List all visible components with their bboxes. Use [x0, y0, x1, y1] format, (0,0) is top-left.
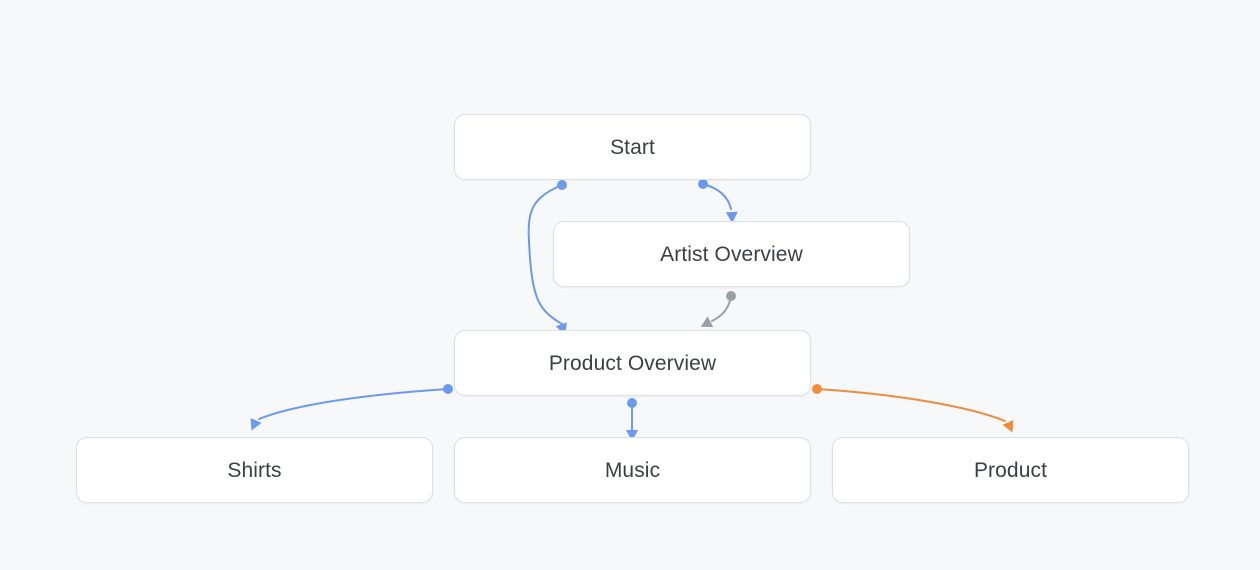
edge-arrowhead [250, 417, 262, 431]
edge-line [711, 295, 732, 322]
node-label: Shirts [227, 458, 282, 482]
node-music[interactable]: Music [454, 437, 811, 503]
edge-line [258, 388, 449, 420]
node-shirts[interactable]: Shirts [76, 437, 433, 503]
edge-line [702, 183, 732, 210]
node-start[interactable]: Start [454, 114, 811, 180]
node-label: Product [973, 458, 1048, 482]
edge-artist-overview-to-product-overview [700, 291, 736, 327]
edge-product-overview-to-music [626, 398, 638, 441]
edge-source-dot [698, 179, 708, 189]
node-label: Artist Overview [660, 242, 803, 266]
node-label: Music [604, 458, 661, 482]
node-label: Product Overview [548, 351, 717, 375]
edge-source-dot [627, 398, 637, 408]
node-artist-overview[interactable]: Artist Overview [553, 221, 910, 287]
node-label: Start [610, 135, 655, 159]
edge-source-dot [812, 384, 822, 394]
edge-source-dot [557, 180, 567, 190]
node-product-overview[interactable]: Product Overview [454, 330, 811, 396]
edge-arrowhead [1002, 419, 1014, 433]
edge-start-to-artist-overview [698, 179, 738, 223]
edge-source-dot [726, 291, 736, 301]
edge-source-dot [443, 384, 453, 394]
edge-product-overview-to-shirts [250, 384, 453, 431]
edge-line [816, 388, 1006, 422]
edge-product-overview-to-product [812, 384, 1014, 433]
node-product[interactable]: Product [832, 437, 1189, 503]
